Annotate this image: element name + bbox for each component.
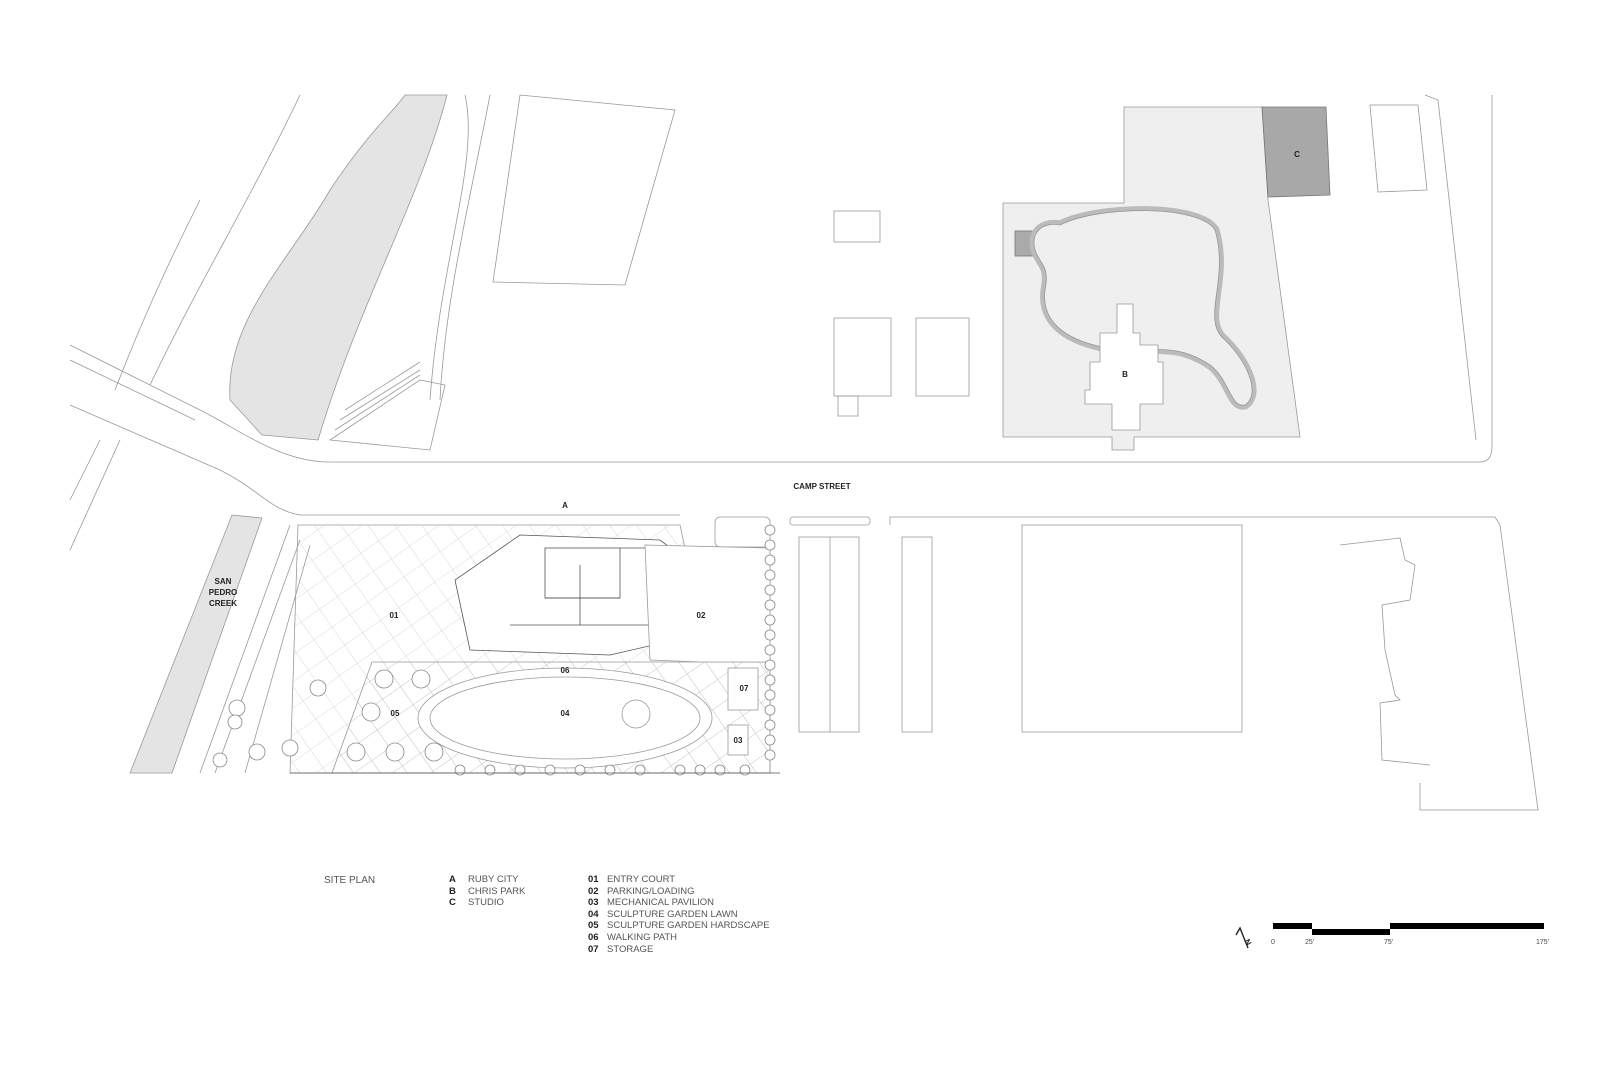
building [1369, 104, 1428, 193]
sculpture-lawn [429, 676, 701, 760]
label-07: 07 [740, 684, 749, 693]
building [1021, 524, 1243, 733]
building [798, 536, 860, 733]
studio-c [1261, 106, 1331, 198]
building [492, 94, 676, 286]
page-title: SITE PLAN [324, 875, 376, 886]
scale-tick: 25' [1305, 939, 1315, 946]
building [833, 210, 881, 243]
label-06: 06 [561, 666, 570, 675]
trees [212, 669, 444, 768]
label-b: B [1122, 370, 1128, 379]
scale-bar [1273, 923, 1544, 935]
label-creek: CREEK [209, 599, 237, 608]
north-arrow-icon: N [1235, 926, 1254, 949]
building [833, 317, 892, 397]
label-03: 03 [734, 736, 743, 745]
label-04: 04 [561, 709, 570, 718]
building [915, 317, 970, 397]
label-02: 02 [697, 611, 706, 620]
building [1339, 537, 1431, 766]
label-camp-street: CAMP STREET [793, 482, 850, 491]
building [901, 536, 933, 733]
scale-tick: 75' [1384, 939, 1394, 946]
creek-upper [229, 94, 448, 441]
label-creek: SAN [215, 577, 232, 586]
label-a: A [562, 501, 568, 510]
label-05: 05 [391, 709, 400, 718]
label-01: 01 [390, 611, 399, 620]
creek-lower [129, 514, 263, 774]
building-b [1084, 303, 1164, 431]
svg-text:N: N [1243, 938, 1254, 948]
label-c: C [1294, 150, 1300, 159]
road [69, 95, 1493, 463]
scale-tick: 175' [1536, 939, 1550, 946]
label-creek: PEDRO [209, 588, 237, 597]
scale-tick: 0 [1271, 939, 1275, 946]
